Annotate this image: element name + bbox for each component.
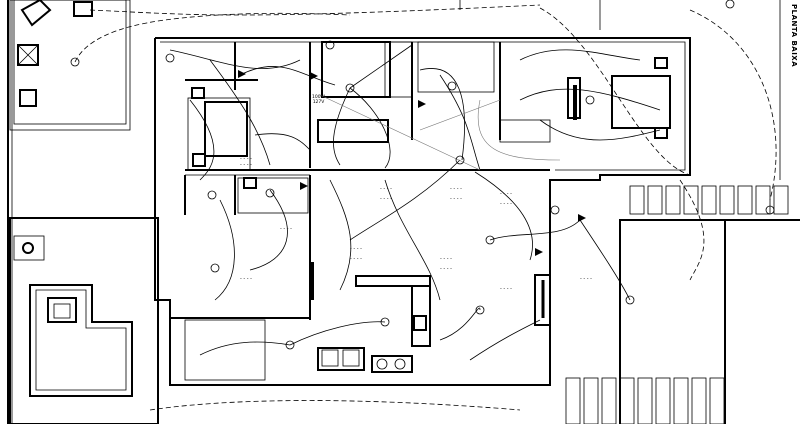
fixture-note: 100W 127V [312,95,325,105]
pool [29,284,133,397]
paving-blocks [565,185,789,424]
drawing-title: PLANTA BAIXA [790,4,798,68]
pool-area [9,217,159,424]
svg-text:- - - -: - - - - [350,246,362,252]
svg-text:- - - -: - - - - [450,196,462,202]
svg-text:- - - -: - - - - [380,196,392,202]
equipment-box [19,89,37,107]
fixture-power: 100W [312,95,326,100]
house-outer-wall [154,37,691,386]
svg-text:- - - -: - - - - [240,276,252,282]
circuit-annotations: - - - -- - - - - - - -- - - - - - - -- -… [240,156,592,292]
svg-text:- - - -: - - - - [440,266,452,272]
svg-text:- - - -: - - - - [450,186,462,192]
light-fixtures [70,0,775,350]
kitchen-counter [355,275,431,287]
stove [371,355,413,373]
svg-text:- - - -: - - - - [240,156,252,162]
svg-text:- - - -: - - - - [440,256,452,262]
fixture-voltage: 127V [312,100,325,105]
svg-text:- - - -: - - - - [280,226,292,232]
svg-text:- - - -: - - - - [500,286,512,292]
annex-room [9,0,131,131]
svg-text:- - - -: - - - - [350,256,362,262]
svg-text:- - - -: - - - - [500,201,512,207]
svg-text:- - - -: - - - - [580,276,592,282]
svg-text:- - - -: - - - - [240,162,252,168]
svg-text:- - - -: - - - - [500,191,512,197]
bed [321,41,391,98]
panel-box-icon [17,44,39,66]
bed [611,75,671,129]
svg-text:- - - -: - - - - [380,186,392,192]
sink [317,347,365,371]
wiring-circuits [74,4,777,411]
bed [204,101,248,157]
